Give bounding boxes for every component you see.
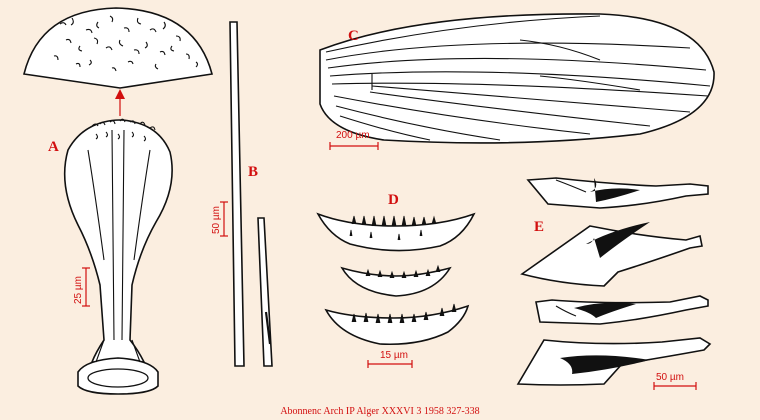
panel-b-scale-bar: 50 µm: [211, 201, 228, 237]
wing-drawing: [319, 13, 715, 144]
panel-a-scale-label: 25 µm: [73, 276, 84, 304]
panel-e-scale-label: 50 µm: [656, 372, 684, 383]
panel-a-inset: [23, 7, 214, 89]
source-credit: Abonnenc Arch IP Alger XXXVI 3 1958 327-…: [280, 406, 479, 417]
panel-c-label: C: [348, 28, 359, 44]
tube-short: [257, 217, 273, 367]
panel-e-label: E: [534, 219, 544, 235]
panel-b-label: B: [248, 164, 258, 180]
panel-b-scale-label: 50 µm: [211, 206, 222, 234]
pharynx-3: [535, 295, 709, 325]
spermatheca-drawing: [63, 118, 173, 395]
panel-d-label: D: [388, 192, 399, 208]
cibarium-bottom: [324, 303, 470, 346]
panel-a-label: A: [48, 139, 59, 155]
panel-c-scale-bar: 200 µm: [329, 130, 379, 150]
pharynx-2: [520, 222, 703, 287]
panel-e-scale-bar: 50 µm: [653, 372, 697, 390]
panel-d-scale-bar: 15 µm: [367, 350, 413, 368]
panel-d-scale-label: 15 µm: [380, 350, 408, 361]
panel-c-scale-label: 200 µm: [336, 130, 370, 141]
cibarium-middle: [340, 264, 452, 297]
pharynx-1: [526, 177, 709, 209]
tube-long: [229, 21, 245, 367]
pharynx-4: [516, 337, 712, 386]
panel-a-scale-bar: 25 µm: [73, 267, 90, 307]
cibarium-top: [316, 212, 476, 252]
inset-arrow: [115, 89, 125, 116]
